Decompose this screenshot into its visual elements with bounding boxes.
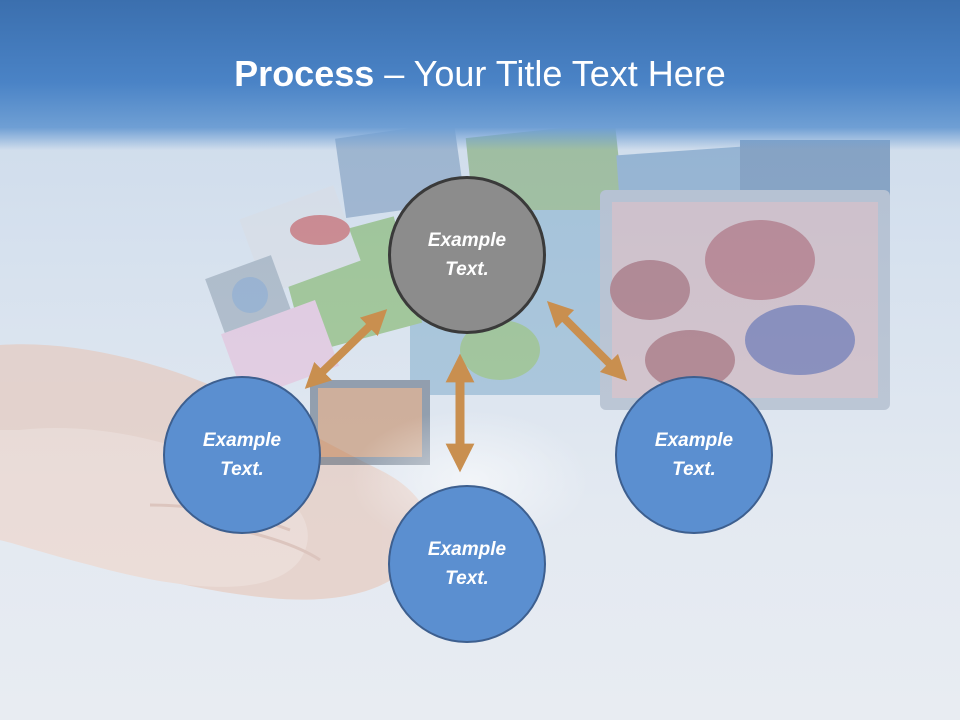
- arrow-center-right: [546, 300, 628, 382]
- title-rest: – Your Title Text Here: [374, 53, 726, 94]
- left-node-label: Example Text.: [202, 430, 282, 480]
- center-node-label: Example Text.: [427, 230, 507, 280]
- slide-title: Process – Your Title Text Here: [0, 52, 960, 96]
- arrow-center-left: [304, 309, 388, 389]
- bottom-node[interactable]: Example Text.: [388, 485, 546, 643]
- title-bar: [0, 0, 960, 150]
- title-bold: Process: [234, 53, 375, 94]
- center-node[interactable]: Example Text.: [388, 176, 546, 334]
- bottom-node-label: Example Text.: [427, 539, 507, 589]
- right-node[interactable]: Example Text.: [615, 376, 773, 534]
- left-node[interactable]: Example Text.: [163, 376, 321, 534]
- right-node-label: Example Text.: [654, 430, 734, 480]
